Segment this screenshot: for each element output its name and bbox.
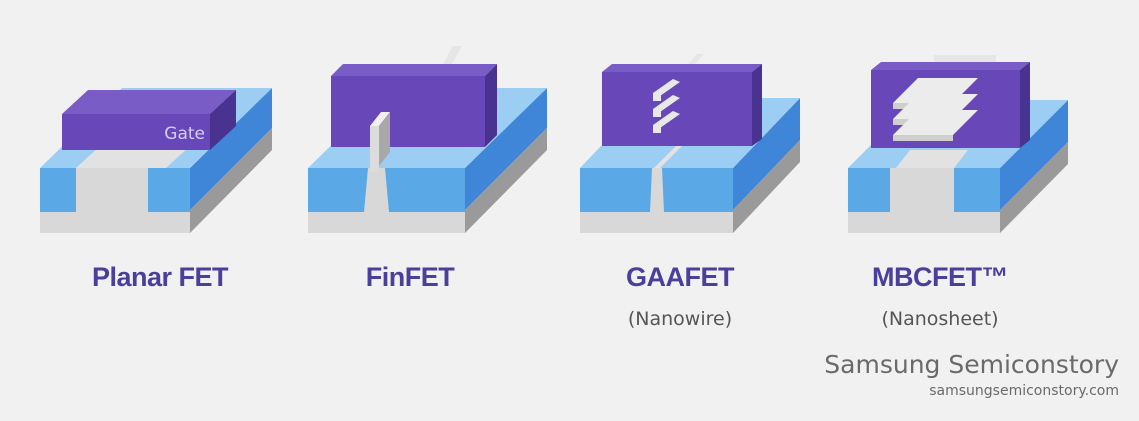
finfet-figure — [308, 46, 547, 233]
finfet-label: FinFET — [365, 262, 455, 292]
planar-fet-figure: Gate — [40, 88, 272, 233]
mbcfet-label: MBCFET™ — [872, 262, 1008, 292]
gaafet-figure — [580, 54, 800, 233]
brand-title: Samsung Semiconstory — [824, 350, 1119, 379]
planar-fet-label: Planar FET — [91, 262, 229, 292]
mbcfet-figure — [848, 55, 1068, 233]
gaafet-label: GAAFET — [626, 262, 735, 292]
mbcfet-subtitle: (Nanosheet) — [881, 308, 999, 330]
brand-url: samsungsemiconstory.com — [929, 383, 1119, 399]
gate-label: Gate — [164, 124, 205, 144]
gaafet-subtitle: (Nanowire) — [627, 308, 733, 330]
